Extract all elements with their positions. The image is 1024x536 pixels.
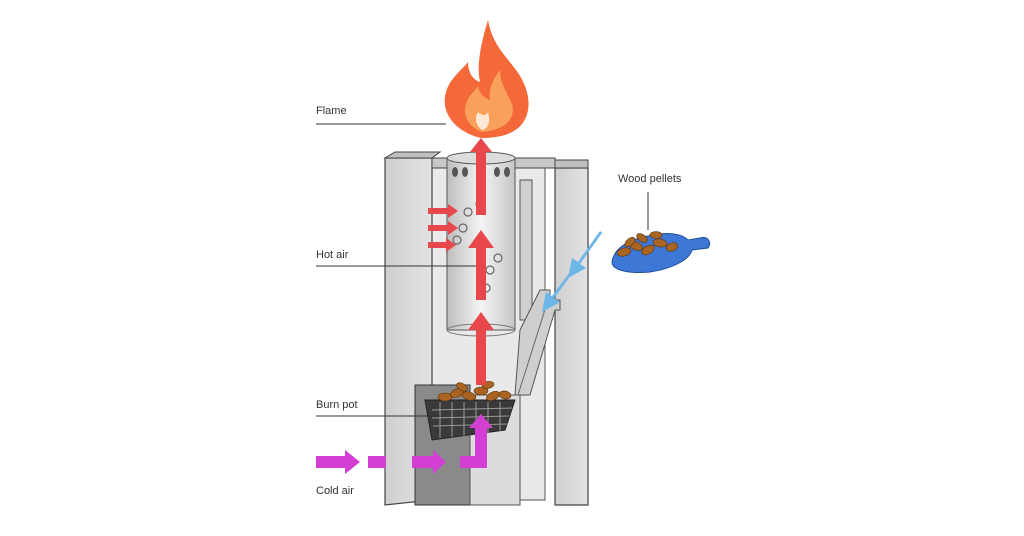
label-flame: Flame — [316, 105, 446, 125]
secondary-air-arrow — [428, 204, 458, 218]
hot-air-arrows — [428, 138, 494, 385]
cold-air-arrow-3 — [412, 450, 446, 474]
tube-hole — [462, 167, 468, 177]
label-cold-air: Cold air — [316, 485, 354, 497]
flame-core — [475, 112, 490, 130]
tube-hole — [494, 167, 500, 177]
label-wood-pellets-text: Wood pellets — [618, 173, 682, 185]
inner-divider — [519, 179, 533, 321]
secondary-air-arrow — [428, 238, 456, 252]
tube-hole — [452, 235, 462, 245]
tube-hole — [452, 167, 458, 177]
pellet-feed-arrows — [542, 231, 605, 312]
grate-bars — [431, 402, 513, 438]
label-flame-text: Flame — [316, 105, 347, 117]
burn-pot-pellets — [437, 381, 512, 402]
hot-air-arrow-lower — [468, 312, 494, 385]
pellet-scoop-icon — [611, 231, 711, 273]
cold-air-arrow-1 — [316, 450, 360, 474]
cold-air-arrow-2 — [368, 456, 386, 468]
cold-air-arrow-up — [460, 414, 493, 468]
label-burn-pot: Burn pot — [316, 399, 440, 417]
chute-line — [517, 299, 549, 396]
label-wood-pellets: Wood pellets — [618, 173, 682, 230]
label-hot-air: Hot air — [316, 249, 476, 267]
cold-air-arrows — [316, 414, 493, 474]
scoop-pellets — [616, 231, 679, 257]
label-cold-air-text: Cold air — [316, 485, 354, 497]
burn-pot — [424, 381, 516, 441]
hot-air-arrow-upper — [470, 138, 492, 215]
left-wall-top — [383, 151, 442, 159]
secondary-air-arrow — [428, 221, 458, 235]
flame-icon — [444, 20, 529, 138]
tube-hole — [458, 223, 468, 233]
right-outer-wall — [554, 167, 589, 506]
tube-hole — [493, 253, 503, 263]
hot-air-arrow-middle — [468, 230, 494, 300]
right-wall-top — [552, 159, 589, 169]
tube-hole — [463, 207, 473, 217]
label-burn-pot-text: Burn pot — [316, 399, 358, 411]
pellet-feed-arrow-1 — [568, 231, 605, 278]
tube-hole — [504, 167, 510, 177]
label-hot-air-text: Hot air — [316, 249, 349, 261]
pellet-feed-arrow-2 — [542, 268, 578, 312]
